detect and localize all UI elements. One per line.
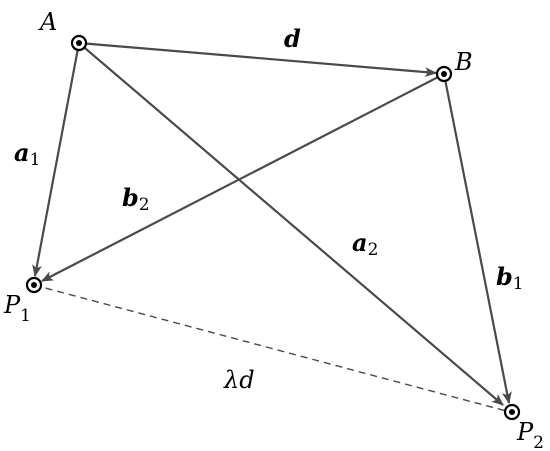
arrow-a2-a-to-p2: [78, 42, 504, 406]
point-b: [435, 65, 453, 83]
point-p1: [25, 276, 43, 294]
segment-p1-p2-dashed: [33, 284, 511, 413]
label-vector-a1: a1: [14, 138, 40, 170]
arrow-a1-a-to-p1: [32, 42, 81, 277]
label-lambda-d: λd: [223, 366, 255, 394]
label-point-a: A: [38, 8, 57, 36]
label-vector-b1: b1: [496, 262, 524, 294]
label-vector-d: d: [284, 24, 301, 53]
arrow-b2-b-to-p1: [41, 73, 445, 282]
arrow-d-a-to-b: [78, 41, 437, 78]
arrow-b1-b-to-p2: [442, 73, 512, 404]
label-vector-a2: a2: [352, 228, 378, 260]
label-point-p2: P2: [516, 418, 544, 451]
label-point-p1: P1: [3, 291, 31, 326]
label-point-b: B: [454, 48, 473, 76]
label-vector-b2: b2: [122, 183, 150, 215]
point-p2: [503, 403, 521, 421]
point-a: [70, 34, 88, 52]
